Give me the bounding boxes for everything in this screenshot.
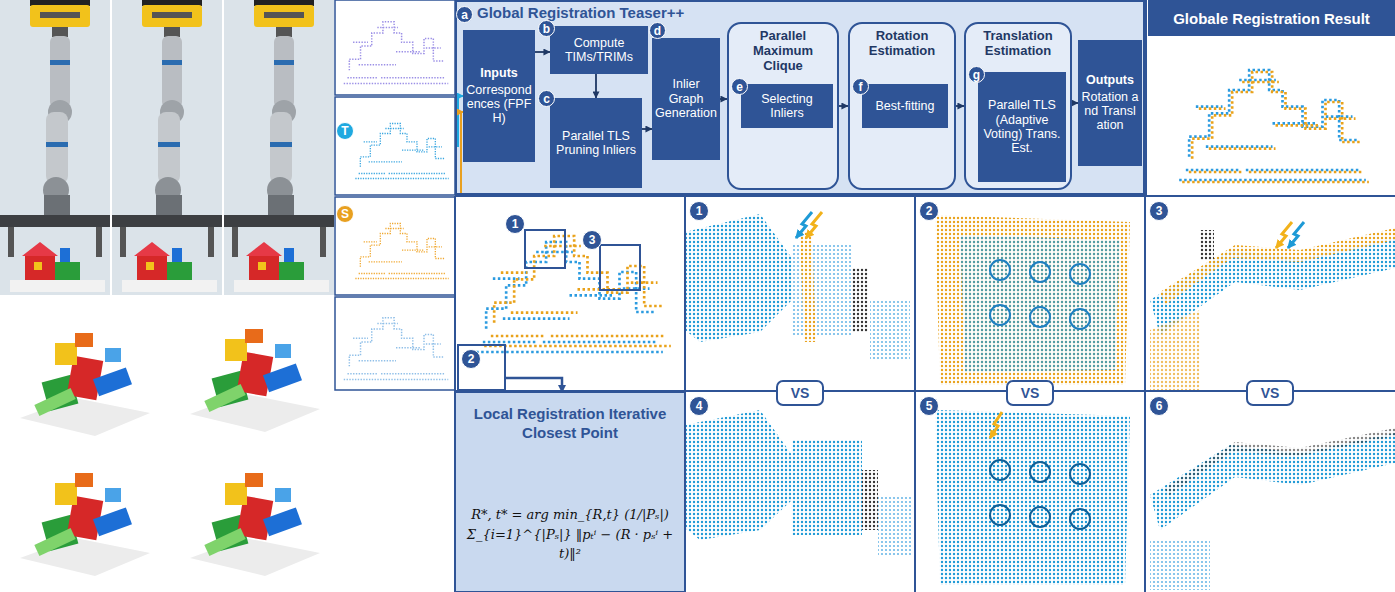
node-label: T: [341, 125, 348, 137]
node-body: R*, t* = arg min_{R,t} (1/|Pₛ|) Σ_{i=1}^…: [462, 505, 678, 564]
flow-arrow: [839, 105, 848, 107]
header-bar: Globale Registration Result: [1148, 0, 1395, 36]
node-label: c: [543, 93, 550, 105]
node-label: 2: [926, 205, 933, 217]
node-label: d: [654, 25, 661, 37]
info-box: Local Registration Iterative Closest Poi…: [455, 392, 685, 592]
source-marker: S: [336, 205, 354, 223]
node-label: Best-fitting: [875, 99, 934, 113]
node-label: e: [736, 81, 743, 93]
node-label: Parallel Maximum Clique: [732, 29, 834, 74]
stage-group: Parallel Maximum Clique eSelecting Inlier…: [727, 22, 839, 190]
node-label: b: [543, 23, 550, 35]
step-letter: f: [852, 78, 869, 95]
callout-number: 2: [461, 349, 481, 369]
node-label: 3: [589, 234, 596, 246]
node-label: a: [461, 9, 468, 21]
flow-arrow: [642, 128, 652, 130]
step-letter: g: [968, 66, 985, 83]
process-box: Selecting Inliers: [741, 84, 833, 128]
step-letter: a: [456, 6, 473, 23]
node-label: Outputs: [1086, 73, 1134, 87]
stage-group: Translation Estimation gParallel TLS (Ada…: [964, 22, 1072, 190]
node-label: Selecting Inliers: [744, 92, 830, 121]
node-label: 5: [926, 400, 933, 412]
node-label: 2: [468, 353, 475, 365]
stage-group: Rotation Estimation fBest-fitting: [848, 22, 956, 190]
process-box: Inlier Graph Generation: [652, 38, 720, 160]
vs-tag: VS: [776, 380, 824, 406]
vs-tag: VS: [1246, 380, 1294, 406]
flow-arrow: [595, 74, 597, 98]
node-label: 1: [696, 205, 703, 217]
node-label: 4: [696, 400, 703, 412]
node-label: 6: [1156, 400, 1163, 412]
node-body: Correspondences (FPFH): [466, 83, 532, 126]
process-box: Parallel TLS (Adaptive Voting) Trans. Es…: [978, 72, 1066, 182]
node-body: Rotation and Translation: [1081, 90, 1139, 133]
process-box: Compute TIMs/TRIMs: [550, 26, 648, 74]
node-label: Rotation Estimation: [853, 29, 951, 59]
callout-number: 5: [919, 396, 939, 416]
node-label: Translation Estimation: [969, 29, 1067, 59]
node-label: S: [341, 208, 349, 220]
node-label: Parallel TLS Pruning Inliers: [553, 129, 639, 158]
callout-number: 2: [919, 201, 939, 221]
vs-tag: VS: [1006, 380, 1054, 406]
flow-arrow: [720, 98, 727, 100]
step-letter: c: [538, 90, 555, 107]
node-label: Inputs: [480, 66, 518, 80]
node-label: VS: [1021, 385, 1040, 401]
node-label: g: [973, 69, 980, 81]
node-label: f: [859, 81, 863, 93]
process-box: InputsCorrespondences (FPFH): [463, 30, 535, 162]
process-box: Best-fitting: [862, 84, 948, 128]
source-marker: T: [336, 122, 354, 140]
step-letter: e: [731, 78, 748, 95]
step-letter: d: [649, 22, 666, 39]
node-label: Global Registration Teaser++: [477, 4, 684, 21]
node-label: Globale Registration Result: [1173, 10, 1370, 27]
flow-arrow: [956, 105, 964, 107]
node-label: 1: [512, 218, 519, 230]
callout-number: 4: [689, 396, 709, 416]
node-label: VS: [1261, 385, 1280, 401]
node-label: Local Registration Iterative Closest Poi…: [464, 405, 676, 443]
callout-number: 3: [1149, 201, 1169, 221]
callout-number: 3: [582, 230, 602, 250]
callout-number: 6: [1149, 396, 1169, 416]
pipeline-panel: Global Registration Teaser++ aInputsCorre…: [455, 0, 1145, 195]
node-label: 3: [1156, 205, 1163, 217]
node-label: Parallel TLS (Adaptive Voting) Trans. Es…: [981, 98, 1063, 156]
callout-number: 1: [689, 201, 709, 221]
process-box: Parallel TLS Pruning Inliers: [550, 98, 642, 188]
output-box: OutputsRotation and Translation: [1078, 40, 1142, 166]
callout-number: 1: [505, 214, 525, 234]
node-label: Inlier Graph Generation: [655, 77, 717, 120]
flow-arrow: [535, 51, 550, 53]
node-label: Compute TIMs/TRIMs: [553, 36, 645, 65]
step-letter: b: [538, 20, 555, 37]
node-label: VS: [791, 385, 810, 401]
